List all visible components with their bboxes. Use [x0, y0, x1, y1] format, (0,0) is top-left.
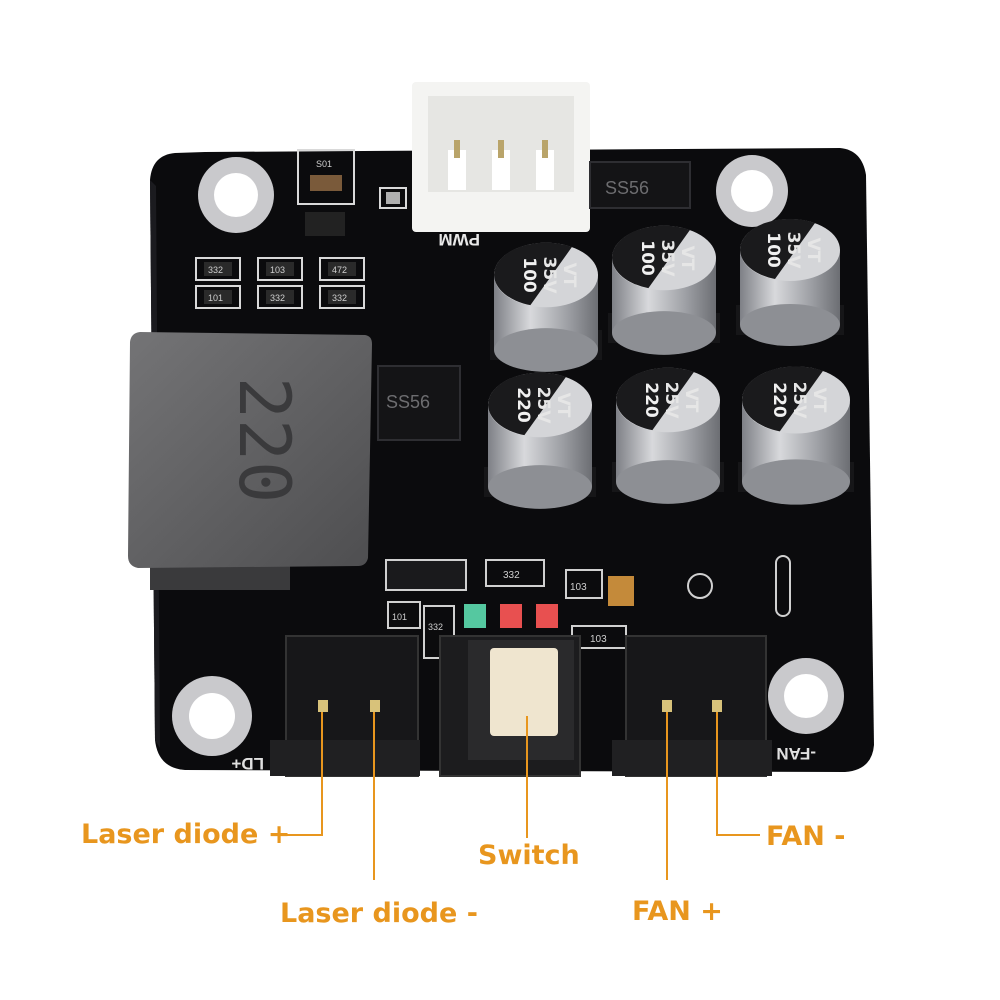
capacitor-marking: 220	[769, 382, 789, 418]
mount-hole-top-left	[198, 157, 274, 233]
capacitor-marking: 100	[637, 240, 657, 276]
inductor-marking: 220	[223, 377, 305, 503]
callout-switch: Switch	[478, 840, 580, 871]
svg-text:332: 332	[270, 293, 285, 303]
callout-lines	[278, 712, 760, 880]
capacitor-marking: VT	[559, 263, 579, 288]
mount-hole-bottom-left	[172, 676, 252, 756]
callout-fan-plus: FAN +	[632, 896, 723, 927]
capacitor-marking: VT	[809, 388, 829, 413]
svg-text:101: 101	[208, 293, 223, 303]
leader-fan-minus	[716, 712, 760, 836]
diode-ss56-top: SS56	[589, 161, 691, 209]
capacitor-marking: 35V	[657, 240, 677, 278]
capacitor-marking: VT	[553, 393, 573, 418]
inductor: 220	[128, 332, 372, 590]
capacitor-marking: 25V	[661, 382, 681, 420]
tactile-switch[interactable]	[439, 635, 581, 777]
svg-text:332: 332	[208, 265, 223, 275]
capacitor-marking: 25V	[533, 387, 553, 425]
capacitor-marking: 220	[641, 382, 661, 418]
capacitor-marking: 220	[513, 387, 533, 423]
svg-text:103: 103	[270, 265, 285, 275]
capacitor-marking: 100	[763, 232, 783, 268]
leader-laser-plus	[278, 712, 323, 836]
pwm-silkscreen: PWM	[438, 230, 480, 249]
capacitor-marking: 25V	[789, 382, 809, 420]
svg-text:101: 101	[392, 612, 407, 622]
svg-text:472: 472	[332, 265, 347, 275]
svg-text:SS56: SS56	[386, 392, 430, 412]
ld-silkscreen: LD+	[231, 754, 264, 773]
svg-text:SS56: SS56	[605, 178, 649, 198]
mount-hole-bottom-right	[768, 658, 844, 734]
capacitor-marking: VT	[677, 246, 697, 271]
capacitor-marking: VT	[803, 238, 823, 263]
callout-laser-diode-minus: Laser diode -	[280, 898, 478, 929]
fan-silkscreen: -FAN	[776, 744, 816, 763]
diode-ss56-left: SS56	[377, 365, 461, 441]
capacitor-marking: VT	[681, 388, 701, 413]
svg-text:332: 332	[503, 570, 520, 581]
laser-diode-connector	[270, 635, 420, 777]
pwm-connector	[412, 82, 590, 232]
top-smd-group: S01 332 103 472 101 332 332	[195, 149, 407, 309]
svg-text:332: 332	[332, 293, 347, 303]
capacitor-marking: 100	[519, 257, 539, 293]
capacitor-marking: 35V	[539, 257, 559, 295]
callout-laser-diode-plus: Laser diode +	[81, 819, 291, 850]
svg-text:S01: S01	[316, 159, 332, 169]
capacitor-marking: 35V	[783, 232, 803, 270]
svg-text:332: 332	[428, 622, 443, 632]
callout-fan-minus: FAN -	[766, 821, 846, 852]
svg-text:103: 103	[590, 634, 607, 645]
fan-connector	[612, 635, 772, 777]
lower-smd-group: 332 103 101 332 103	[385, 555, 791, 659]
mount-hole-top-right	[716, 155, 788, 227]
svg-text:103: 103	[570, 582, 587, 593]
